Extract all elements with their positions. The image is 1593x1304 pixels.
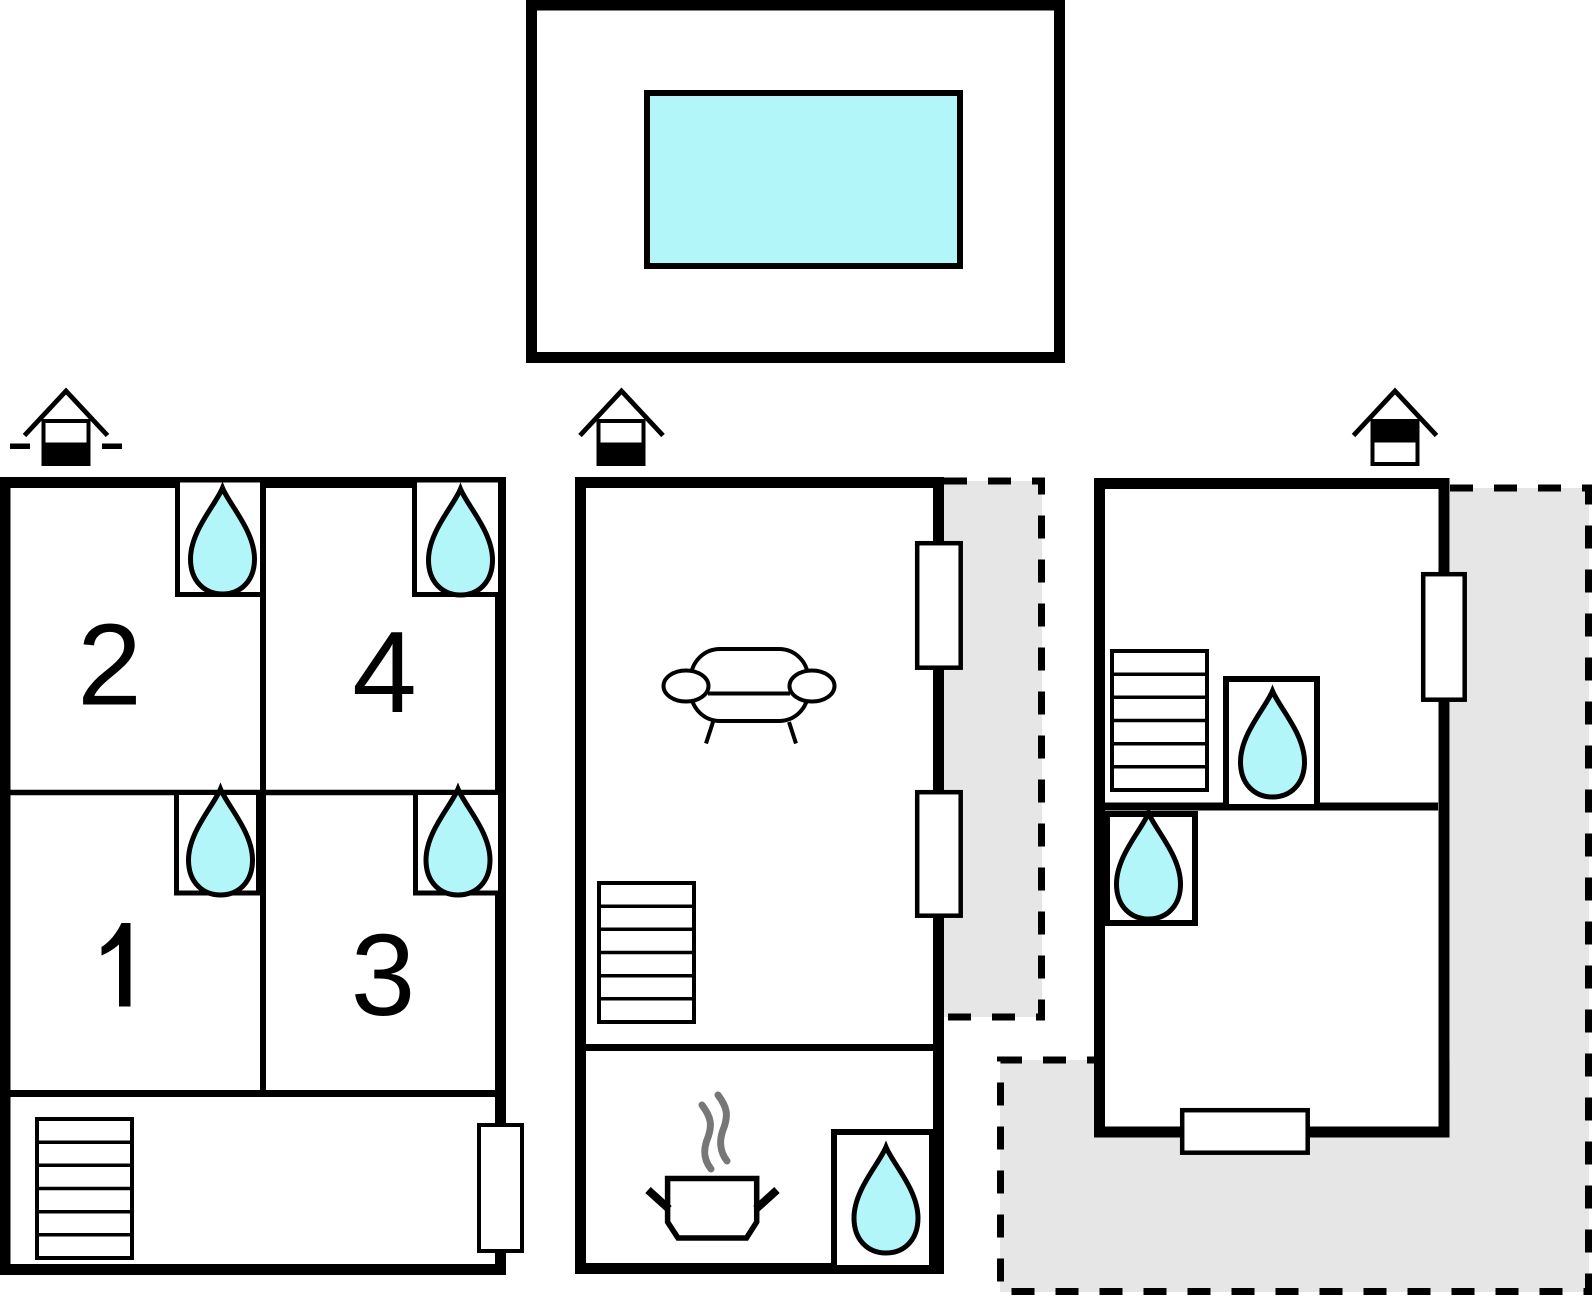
svg-text:2: 2: [77, 600, 142, 730]
svg-text:4: 4: [352, 607, 417, 737]
svg-text:3: 3: [351, 910, 416, 1040]
